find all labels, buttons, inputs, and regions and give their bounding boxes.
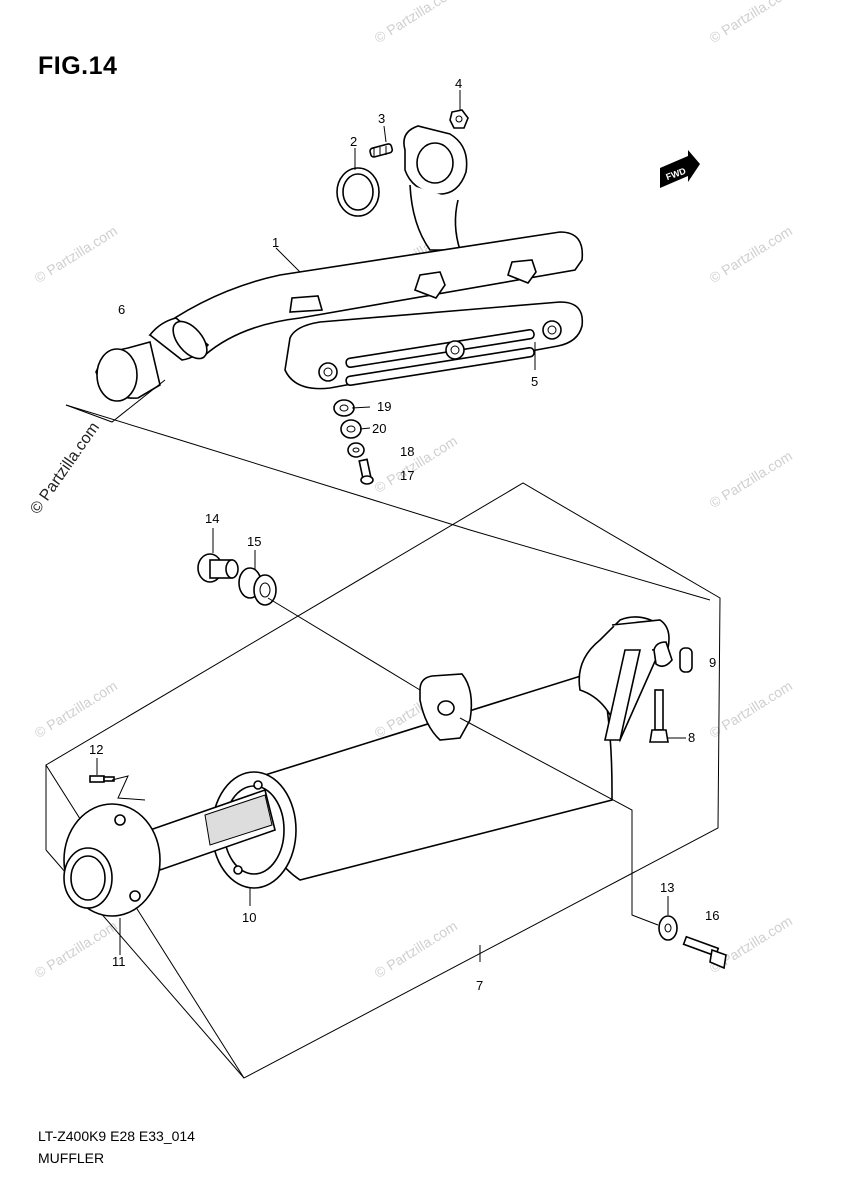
grommet-rubber-part xyxy=(238,567,277,606)
callout-3: 3 xyxy=(378,111,385,126)
callout-2: 2 xyxy=(350,134,357,149)
callout-18: 18 xyxy=(400,444,414,459)
inlet-pipe-part xyxy=(95,341,161,402)
forward-arrow-icon: FWD xyxy=(660,150,700,188)
callout-12: 12 xyxy=(89,742,103,757)
callout-19: 19 xyxy=(377,399,391,414)
heat-shield-part xyxy=(284,301,584,390)
bolt-part xyxy=(358,458,374,485)
grommet-part xyxy=(340,419,362,439)
callout-15: 15 xyxy=(247,534,261,549)
collar-part xyxy=(347,442,365,458)
stud-part xyxy=(369,143,394,158)
callout-1: 1 xyxy=(272,235,279,250)
callout-17: 17 xyxy=(400,468,414,483)
callout-11: 11 xyxy=(112,954,126,969)
leader-lines xyxy=(96,90,686,962)
callout-16: 16 xyxy=(705,908,719,923)
callout-7: 7 xyxy=(476,978,483,993)
callout-6: 6 xyxy=(118,302,125,317)
callout-5: 5 xyxy=(531,374,538,389)
exhaust-pipe-part xyxy=(148,125,584,361)
figure-code: LT-Z400K9 E28 E33_014 xyxy=(38,1128,195,1144)
bolt-part xyxy=(682,935,727,970)
callout-10: 10 xyxy=(242,910,256,925)
nut-part xyxy=(449,109,469,129)
spark-arrester-part xyxy=(149,788,276,872)
muffler-body-part xyxy=(261,616,670,881)
clamp-part xyxy=(653,641,693,673)
screw-part xyxy=(89,775,115,783)
callout-14: 14 xyxy=(205,511,219,526)
callout-4: 4 xyxy=(455,76,462,91)
gasket-part xyxy=(336,167,380,217)
end-cap-part xyxy=(63,803,161,917)
muffler-assembly-outline xyxy=(45,482,721,1079)
callout-8: 8 xyxy=(688,730,695,745)
bushing-part xyxy=(197,553,239,583)
washer-part xyxy=(658,915,678,941)
figure-title: FIG.14 xyxy=(38,52,118,80)
callout-20: 20 xyxy=(372,421,386,436)
callout-9: 9 xyxy=(709,655,716,670)
bolt-part xyxy=(649,689,669,743)
figure-name: MUFFLER xyxy=(38,1150,105,1166)
callout-13: 13 xyxy=(660,880,674,895)
washer-part xyxy=(333,399,355,417)
